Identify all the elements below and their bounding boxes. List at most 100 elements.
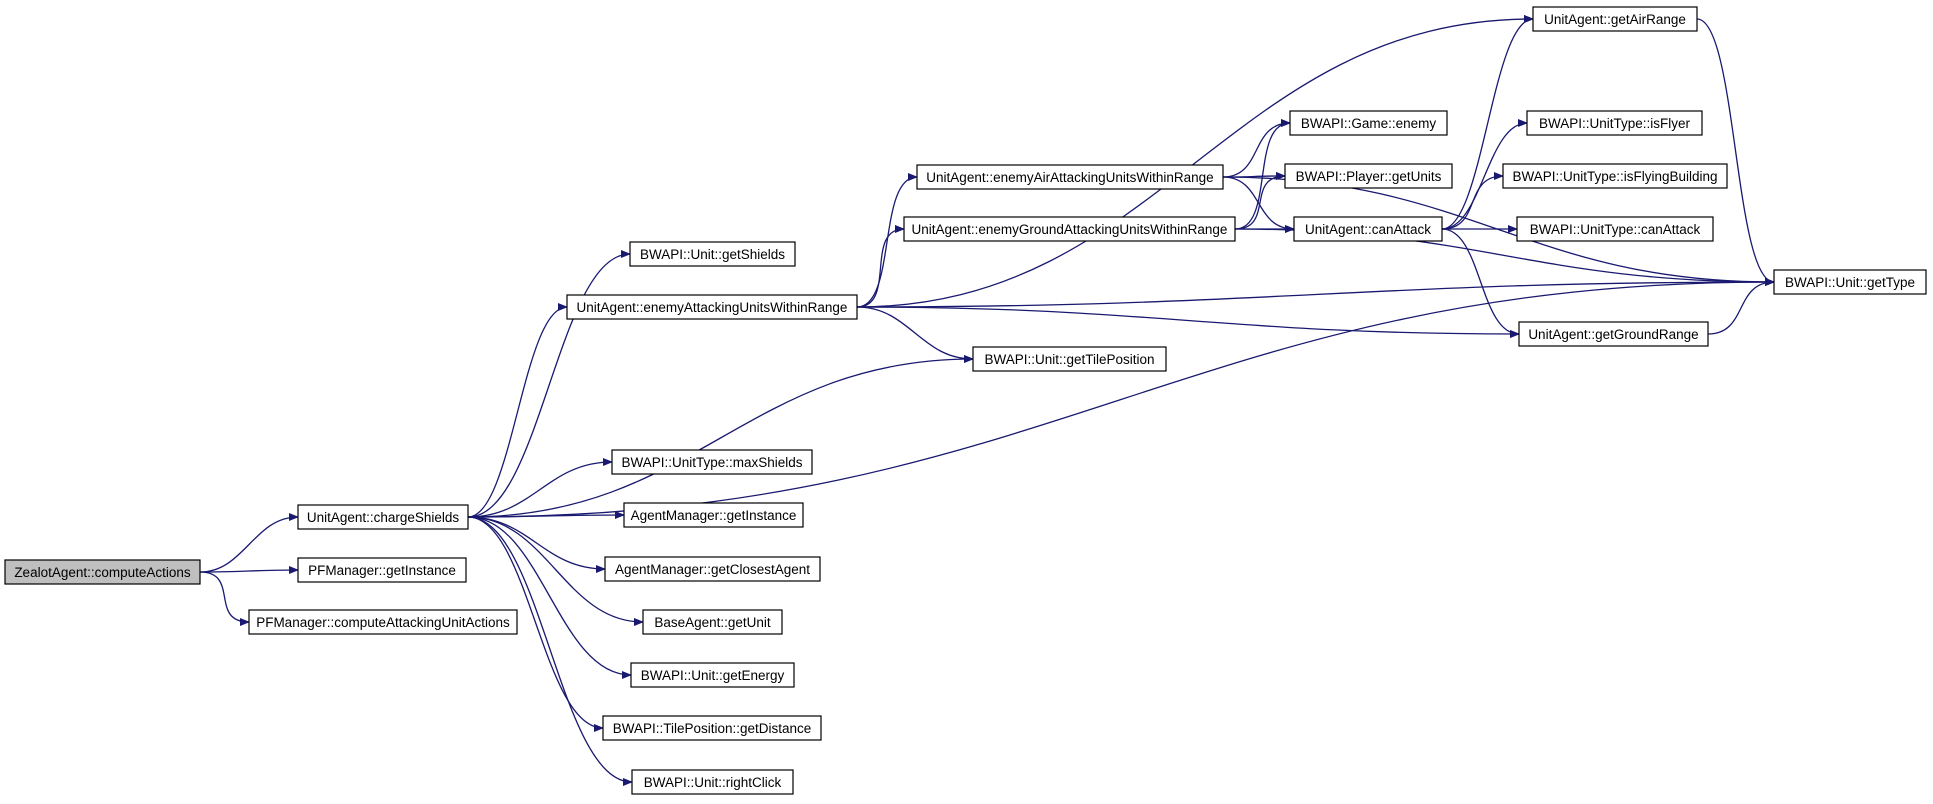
- call-edge: [467, 303, 568, 518]
- edge-charge-to-rightclick: [467, 516, 633, 786]
- node-unitagent-enemyattackingunitswithinrange[interactable]: UnitAgent::enemyAttackingUnitsWithinRang…: [566, 294, 858, 320]
- node-pfmanager-computeattackingunitactions[interactable]: PFManager::computeAttackingUnitActions: [248, 609, 518, 635]
- node-bwapi-unittype-isflyer[interactable]: BWAPI::UnitType::isFlyer: [1526, 110, 1703, 136]
- node-label: UnitAgent::getAirRange: [1544, 12, 1686, 27]
- call-edge: [1696, 18, 1775, 286]
- node-bwapi-tileposition-getdistance[interactable]: BWAPI::TilePosition::getDistance: [602, 715, 822, 741]
- call-edge: [856, 278, 1775, 308]
- node-bwapi-unittype-isflyingbuilding[interactable]: BWAPI::UnitType::isFlyingBuilding: [1502, 163, 1728, 189]
- edge-enemyground-to-gameenemy: [1234, 119, 1291, 230]
- edge-getground-to-gettype: [1707, 278, 1775, 335]
- call-edge: [467, 516, 604, 732]
- call-edge: [467, 250, 631, 518]
- edge-canattack-to-isflyer: [1441, 119, 1528, 230]
- node-bwapi-unit-gettype[interactable]: BWAPI::Unit::getType: [1773, 269, 1927, 295]
- node-label: BWAPI::UnitType::isFlyer: [1539, 116, 1691, 131]
- node-label: BWAPI::Player::getUnits: [1296, 169, 1442, 184]
- edge-charge-to-maxshields: [467, 458, 613, 518]
- node-bwapi-unit-getshields[interactable]: BWAPI::Unit::getShields: [629, 241, 796, 267]
- node-label: PFManager::computeAttackingUnitActions: [256, 615, 510, 630]
- call-edge: [856, 15, 1534, 308]
- edge-charge-to-enemyatt: [467, 303, 568, 518]
- edge-enemyatt-to-getground: [856, 306, 1520, 338]
- call-edge: [1441, 228, 1520, 338]
- call-edge: [199, 571, 250, 626]
- edge-charge-to-getshields: [467, 250, 631, 518]
- node-label: AgentManager::getClosestAgent: [615, 562, 810, 577]
- call-edge: [199, 566, 299, 575]
- node-label: UnitAgent::enemyGroundAttackingUnitsWith…: [912, 222, 1228, 237]
- node-label: ZealotAgent::computeActions: [14, 565, 191, 580]
- edge-enemyatt-to-enemyground: [856, 225, 905, 308]
- node-label: UnitAgent::enemyAirAttackingUnitsWithinR…: [926, 170, 1213, 185]
- node-unitagent-chargeshields[interactable]: UnitAgent::chargeShields: [297, 504, 469, 530]
- node-unitagent-enemyairattackingunitswithinrange[interactable]: UnitAgent::enemyAirAttackingUnitsWithinR…: [916, 164, 1224, 190]
- edge-root-to-pfcomp: [199, 571, 250, 626]
- edge-charge-to-gettile: [467, 355, 974, 518]
- node-unitagent-getairrange[interactable]: UnitAgent::getAirRange: [1532, 6, 1698, 32]
- node-bwapi-unit-getenergy[interactable]: BWAPI::Unit::getEnergy: [630, 662, 795, 688]
- node-label: BWAPI::UnitType::maxShields: [621, 455, 802, 470]
- edge-charge-to-getdist: [467, 516, 604, 732]
- node-zealotagent-computeactions[interactable]: ZealotAgent::computeActions: [4, 559, 201, 585]
- call-edge: [467, 516, 633, 786]
- edge-canattack-to-getair: [1441, 15, 1534, 230]
- node-agentmanager-getclosestagent[interactable]: AgentManager::getClosestAgent: [604, 556, 821, 582]
- edges-layer: [199, 15, 1775, 786]
- call-edge: [467, 511, 625, 520]
- node-label: UnitAgent::chargeShields: [307, 510, 460, 525]
- call-edge: [856, 306, 974, 363]
- call-edge: [856, 306, 1520, 338]
- node-unitagent-getgroundrange[interactable]: UnitAgent::getGroundRange: [1518, 321, 1709, 347]
- edge-enemyatt-to-enemyair: [856, 173, 918, 308]
- node-label: BWAPI::UnitType::isFlyingBuilding: [1512, 169, 1717, 184]
- node-unitagent-canattack[interactable]: UnitAgent::canAttack: [1293, 216, 1443, 242]
- call-edge: [1222, 119, 1291, 178]
- node-label: BWAPI::Unit::getShields: [640, 247, 785, 262]
- node-label: PFManager::getInstance: [308, 563, 456, 578]
- call-edge: [856, 225, 905, 308]
- node-label: BWAPI::Unit::getType: [1785, 275, 1915, 290]
- edge-enemyatt-to-gettype: [856, 278, 1775, 308]
- edge-enemyatt-to-gettile: [856, 306, 974, 363]
- node-label: AgentManager::getInstance: [631, 508, 797, 523]
- call-edge: [1441, 172, 1504, 230]
- node-bwapi-unittype-maxshields[interactable]: BWAPI::UnitType::maxShields: [611, 449, 813, 475]
- node-label: UnitAgent::enemyAttackingUnitsWithinRang…: [577, 300, 848, 315]
- nodes-layer: ZealotAgent::computeActions UnitAgent::c…: [4, 6, 1927, 795]
- node-bwapi-game-enemy[interactable]: BWAPI::Game::enemy: [1289, 110, 1448, 136]
- node-label: BWAPI::UnitType::canAttack: [1530, 222, 1701, 237]
- node-label: BWAPI::Unit::rightClick: [644, 775, 782, 790]
- node-bwapi-unit-gettileposition[interactable]: BWAPI::Unit::getTilePosition: [972, 346, 1167, 372]
- node-bwapi-unit-rightclick[interactable]: BWAPI::Unit::rightClick: [631, 769, 794, 795]
- node-label: BaseAgent::getUnit: [654, 615, 771, 630]
- node-baseagent-getunit[interactable]: BaseAgent::getUnit: [642, 609, 783, 635]
- node-label: BWAPI::Unit::getTilePosition: [984, 352, 1154, 367]
- node-pfmanager-getinstance[interactable]: PFManager::getInstance: [297, 557, 467, 583]
- node-bwapi-unittype-canattack[interactable]: BWAPI::UnitType::canAttack: [1516, 216, 1714, 242]
- call-edge: [467, 516, 632, 679]
- edge-getair-to-gettype: [1696, 18, 1775, 286]
- call-edge: [1707, 278, 1775, 335]
- edge-root-to-pfinst: [199, 566, 299, 575]
- call-edge: [856, 173, 918, 308]
- edge-canattack-to-isflyingbld: [1441, 172, 1504, 230]
- edge-enemyair-to-gameenemy: [1222, 119, 1291, 178]
- node-agentmanager-getinstance[interactable]: AgentManager::getInstance: [623, 502, 804, 528]
- node-label: BWAPI::Unit::getEnergy: [641, 668, 785, 683]
- call-edge: [1234, 119, 1291, 230]
- edge-charge-to-aminst: [467, 511, 625, 520]
- edge-canattack-to-getground: [1441, 228, 1520, 338]
- node-unitagent-enemygroundattackingunitswithinrange[interactable]: UnitAgent::enemyGroundAttackingUnitsWith…: [903, 216, 1236, 242]
- edge-root-to-charge: [199, 513, 299, 573]
- call-edge: [1234, 172, 1286, 230]
- call-edge: [1222, 176, 1295, 233]
- call-edge: [199, 513, 299, 573]
- edge-enemyair-to-canattack: [1222, 176, 1295, 233]
- edge-enemyground-to-getunits: [1234, 172, 1286, 230]
- call-edge: [1441, 15, 1534, 230]
- call-edge: [1441, 119, 1528, 230]
- call-edge: [467, 458, 613, 518]
- node-label: BWAPI::Game::enemy: [1301, 116, 1437, 131]
- node-bwapi-player-getunits[interactable]: BWAPI::Player::getUnits: [1284, 163, 1453, 189]
